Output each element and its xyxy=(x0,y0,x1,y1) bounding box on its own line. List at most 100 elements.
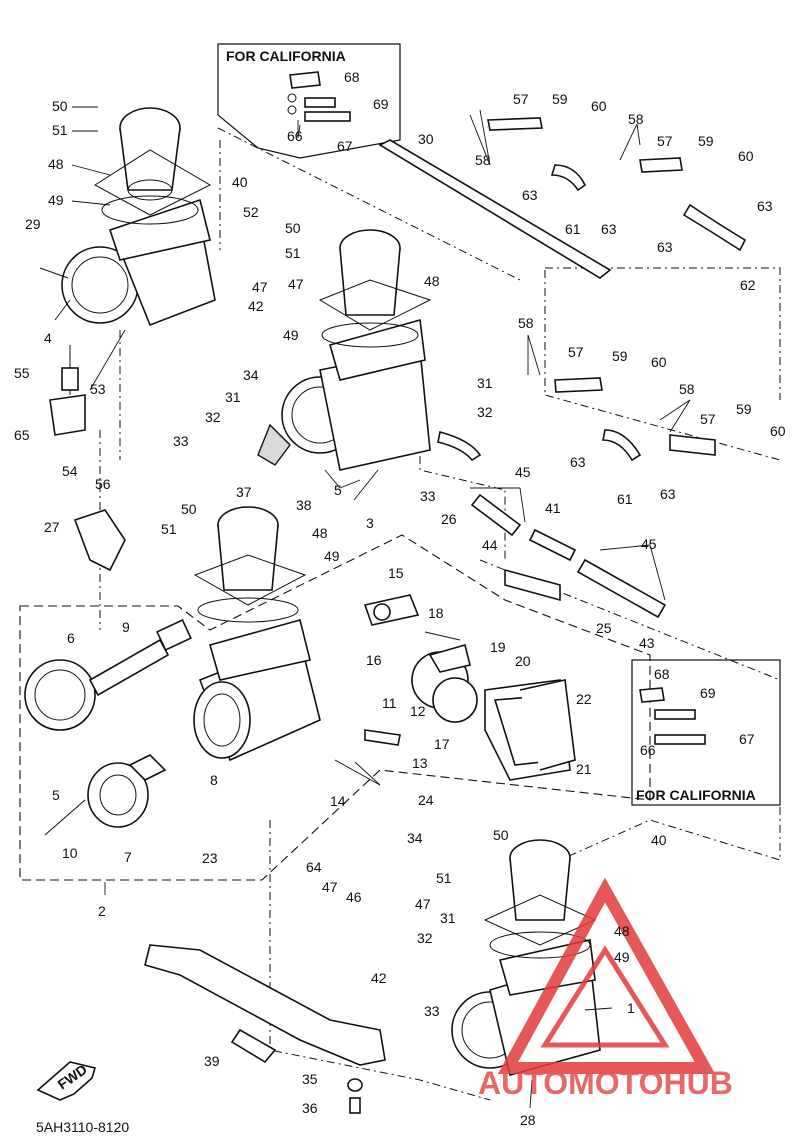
label-33: 33 xyxy=(424,1003,440,1019)
label-4: 4 xyxy=(44,330,52,346)
label-31: 31 xyxy=(477,375,493,391)
label-58: 58 xyxy=(475,152,491,168)
label-39: 39 xyxy=(204,1053,220,1069)
label-65: 65 xyxy=(14,427,30,443)
label-63: 63 xyxy=(757,198,773,214)
leader-lines xyxy=(54,106,691,1109)
label-60: 60 xyxy=(770,423,786,439)
label-59: 59 xyxy=(612,348,628,364)
label-2: 2 xyxy=(98,903,106,919)
label-50: 50 xyxy=(52,98,68,114)
label-47: 47 xyxy=(415,896,431,912)
label-3: 3 xyxy=(366,515,374,531)
label-19: 19 xyxy=(490,639,506,655)
label-16: 16 xyxy=(366,652,382,668)
label-17: 17 xyxy=(434,736,450,752)
part-labels: 50 51 48 49 29 4 55 53 65 54 56 27 40 52… xyxy=(14,69,786,1128)
label-54: 54 xyxy=(62,463,78,479)
label-15: 15 xyxy=(388,565,404,581)
label-49: 49 xyxy=(614,949,630,965)
label-56: 56 xyxy=(95,476,111,492)
label-47: 47 xyxy=(288,276,304,292)
label-27: 27 xyxy=(44,519,60,535)
label-52: 52 xyxy=(243,204,259,220)
label-63: 63 xyxy=(601,221,617,237)
label-9: 9 xyxy=(122,619,130,635)
group-outlines xyxy=(19,43,781,1101)
fuel-hoses xyxy=(437,117,747,619)
label-34: 34 xyxy=(243,367,259,383)
label-50: 50 xyxy=(493,827,509,843)
label-59: 59 xyxy=(552,91,568,107)
label-63: 63 xyxy=(522,187,538,203)
label-1: 1 xyxy=(627,1000,635,1016)
fwd-arrow-icon: FWD xyxy=(36,1061,97,1101)
automotohub-logo: AUTOMOTOHUB xyxy=(478,877,733,1101)
label-26: 26 xyxy=(441,511,457,527)
label-31: 31 xyxy=(225,389,241,405)
label-48: 48 xyxy=(48,156,64,172)
label-32: 32 xyxy=(205,409,221,425)
california-title-top: FOR CALIFORNIA xyxy=(226,48,346,64)
label-50: 50 xyxy=(181,501,197,517)
label-35: 35 xyxy=(302,1071,318,1087)
diaphragm-assembly xyxy=(24,618,192,836)
label-51: 51 xyxy=(436,870,452,886)
label-45: 45 xyxy=(641,536,657,552)
label-69: 69 xyxy=(700,685,716,701)
label-50: 50 xyxy=(285,220,301,236)
label-68: 68 xyxy=(344,69,360,85)
label-57: 57 xyxy=(657,133,673,149)
label-60: 60 xyxy=(738,148,754,164)
label-58: 58 xyxy=(628,111,644,127)
label-6: 6 xyxy=(67,630,75,646)
label-61: 61 xyxy=(617,491,633,507)
label-45: 45 xyxy=(515,464,531,480)
label-63: 63 xyxy=(570,454,586,470)
label-66: 66 xyxy=(287,128,303,144)
label-48: 48 xyxy=(312,525,328,541)
carburetor-top-left xyxy=(39,107,216,327)
label-49: 49 xyxy=(283,327,299,343)
label-61: 61 xyxy=(565,221,581,237)
label-36: 36 xyxy=(302,1100,318,1116)
california-title-bottom: FOR CALIFORNIA xyxy=(636,787,756,803)
label-40: 40 xyxy=(232,174,248,190)
linkage-plate xyxy=(144,944,386,1114)
label-31: 31 xyxy=(440,910,456,926)
label-43: 43 xyxy=(639,635,655,651)
carburetor-top-middle xyxy=(257,229,432,471)
label-12: 12 xyxy=(410,703,426,719)
label-38: 38 xyxy=(296,497,312,513)
label-32: 32 xyxy=(477,404,493,420)
label-62: 62 xyxy=(740,277,756,293)
watermark-text: AUTOMOTOHUB xyxy=(478,1065,733,1101)
label-23: 23 xyxy=(202,850,218,866)
label-7: 7 xyxy=(124,849,132,865)
label-67: 67 xyxy=(739,731,755,747)
document-code: 5AH3110-8120 xyxy=(36,1119,129,1135)
california-parts-top xyxy=(287,71,351,122)
label-49: 49 xyxy=(48,192,64,208)
label-29: 29 xyxy=(25,216,41,232)
label-37: 37 xyxy=(236,484,252,500)
label-33: 33 xyxy=(420,488,436,504)
label-34: 34 xyxy=(407,830,423,846)
label-40: 40 xyxy=(651,832,667,848)
label-63: 63 xyxy=(657,239,673,255)
label-41: 41 xyxy=(545,500,561,516)
label-5: 5 xyxy=(334,482,342,498)
label-5: 5 xyxy=(52,787,60,803)
bracket xyxy=(73,509,126,572)
label-53: 53 xyxy=(90,381,106,397)
label-49: 49 xyxy=(324,548,340,564)
label-18: 18 xyxy=(428,605,444,621)
label-59: 59 xyxy=(736,401,752,417)
label-51: 51 xyxy=(52,122,68,138)
label-48: 48 xyxy=(424,273,440,289)
label-22: 22 xyxy=(576,691,592,707)
label-60: 60 xyxy=(591,98,607,114)
label-68: 68 xyxy=(654,666,670,682)
carburetor-center xyxy=(193,506,321,762)
